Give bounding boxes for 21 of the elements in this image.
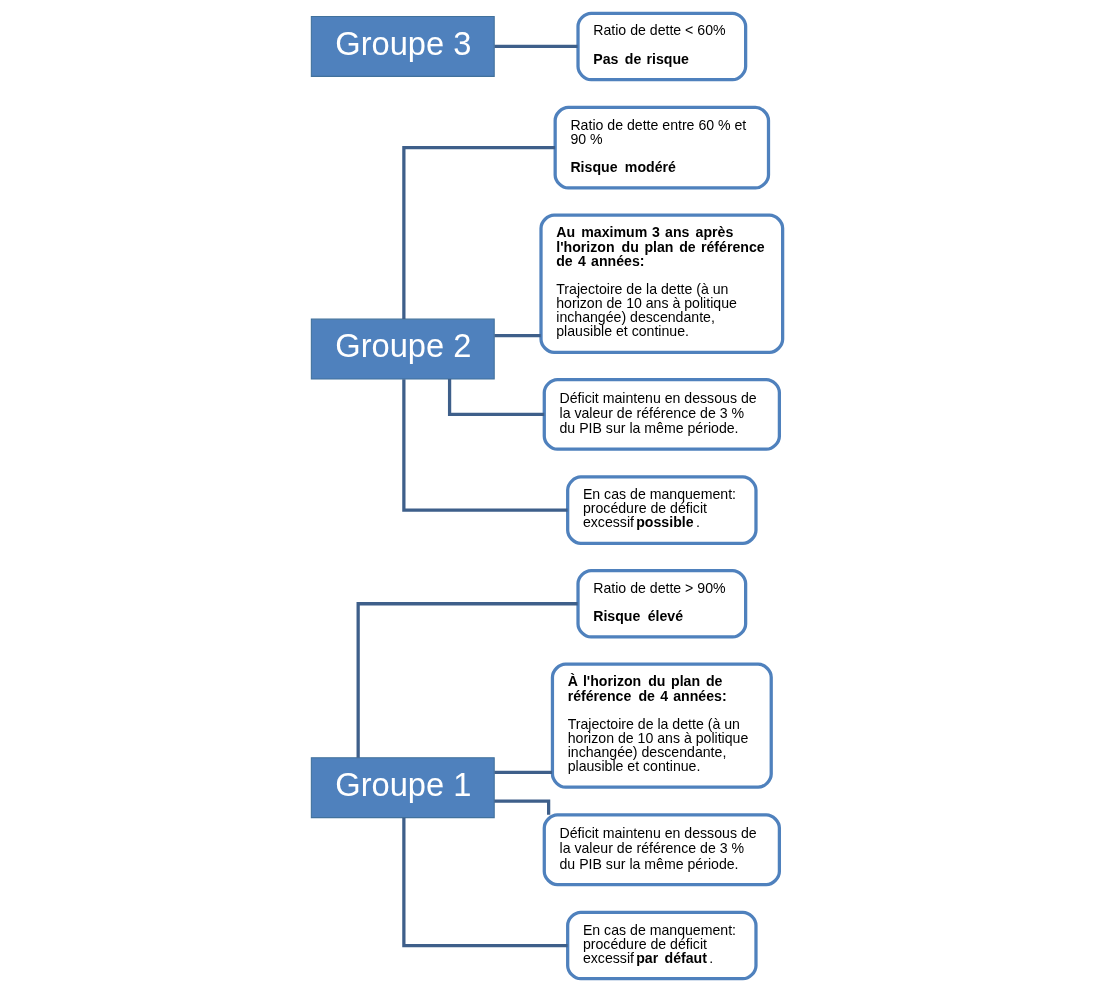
connector: [356, 602, 578, 758]
node-box: Au maximum 3 ans après l'horizon du plan de référence de 4 années: Trajectoire de la dette (à un horizon de 10 ans à politique inchangée) descendante, plausible et continue.: [539, 213, 785, 354]
connector: [494, 770, 553, 775]
connector: [494, 799, 551, 815]
node-box: Ratio de dette < 60% Pas de risque: [576, 11, 748, 82]
node-box: Groupe 1: [310, 757, 495, 819]
connector: [494, 334, 541, 338]
node-box: Groupe 2: [310, 318, 495, 380]
connector: [494, 44, 578, 49]
connector: [447, 379, 545, 416]
node-box: Déficit maintenu en dessous de la valeur de référence de 3 % du PIB sur la même période.: [542, 813, 781, 887]
node-box: En cas de manquement: procédure de déficit excessif possible.: [566, 475, 758, 545]
connector: [402, 146, 556, 319]
node-box: À l'horizon du plan de référence de 4 années: Trajectoire de la dette (à un horizon de 10 ans à politique inchangée) descendante, plausible et continue.: [550, 662, 773, 789]
node-box: Ratio de dette entre 60 % et 90 % Risque modéré: [553, 105, 771, 190]
node-box: Groupe 3: [310, 16, 495, 77]
node-box: En cas de manquement: procédure de déficit excessif par défaut.: [566, 910, 758, 981]
connector: [402, 379, 568, 512]
node-box: Déficit maintenu en dessous de la valeur de référence de 3 % du PIB sur la même période.: [542, 377, 781, 451]
node-box: Ratio de dette > 90% Risque élevé: [576, 568, 748, 639]
connector: [402, 817, 568, 948]
